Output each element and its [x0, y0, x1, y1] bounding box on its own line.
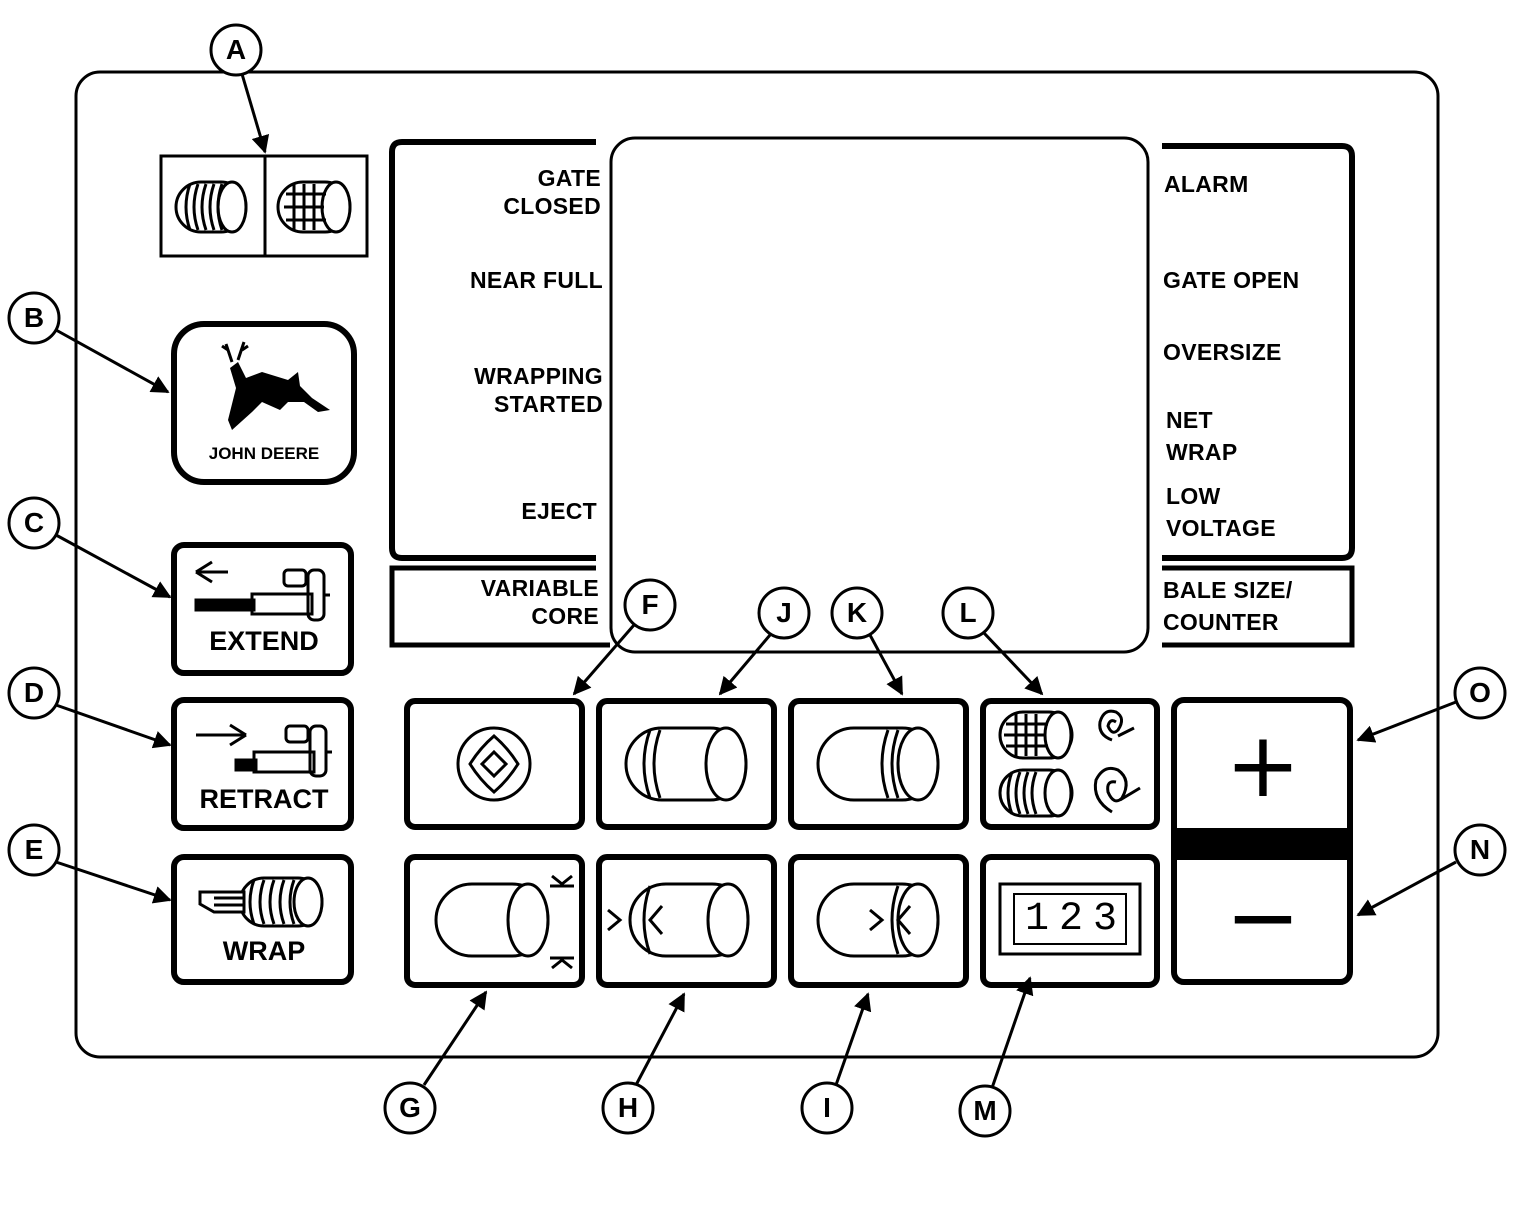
label-oversize: OVERSIZE — [1163, 339, 1282, 365]
core-right-button-frame — [788, 854, 969, 988]
callout-g: G — [399, 1092, 421, 1123]
callout-m: M — [973, 1095, 997, 1126]
wrap-mode-button-frame — [980, 698, 1160, 830]
callout-k: K — [846, 597, 868, 628]
callout-a: A — [225, 34, 247, 65]
callout-c: C — [23, 507, 45, 538]
label-bale-size-counter: BALE SIZE/COUNTER — [1163, 577, 1293, 635]
counter-digit-3: 3 — [1092, 897, 1117, 942]
callout-n: N — [1469, 834, 1491, 865]
callout-h: H — [617, 1092, 639, 1123]
counter-display-icon — [998, 882, 1142, 956]
bale-size-icon — [434, 874, 574, 970]
plus-minus-divider — [1174, 828, 1350, 860]
bale-left-icon — [624, 726, 748, 802]
callout-f: F — [641, 589, 659, 620]
callout-e: E — [24, 834, 44, 865]
core-button-frame — [404, 698, 585, 830]
counter-button-frame — [980, 854, 1160, 988]
wrap-label: WRAP — [222, 936, 306, 966]
brand-label: JOHN DEERE — [208, 444, 320, 463]
callout-arrows — [55, 73, 1457, 1089]
callout-j: J — [776, 597, 792, 628]
panel-border — [74, 70, 1440, 1059]
wrap-mode-icon — [998, 709, 1141, 818]
leaping-deer-icon — [221, 341, 330, 430]
bale-size-frame — [1162, 565, 1355, 648]
twine-bale-icon — [174, 180, 248, 234]
callout-o: O — [1469, 677, 1491, 708]
wrap-button-frame — [171, 854, 354, 985]
mode-indicator-box — [159, 154, 369, 258]
label-alarm: ALARM — [1164, 171, 1249, 197]
diamond-core-icon — [456, 726, 532, 802]
bale-size-button-frame — [404, 854, 585, 988]
bale-right-icon — [816, 726, 940, 802]
retract-button-frame — [171, 697, 354, 831]
retract-cylinder-icon — [196, 723, 332, 778]
label-gate-open: GATE OPEN — [1163, 267, 1300, 293]
counter-digit-2: 2 — [1058, 897, 1083, 942]
plus-button-symbol: + — [1225, 713, 1301, 818]
retract-label: RETRACT — [199, 784, 329, 814]
core-right-icon — [816, 882, 940, 958]
minus-button-symbol: − — [1225, 865, 1301, 970]
bale-right-button-frame — [788, 698, 969, 830]
left-indicator-frame — [389, 139, 596, 561]
core-left-icon — [607, 882, 750, 958]
extend-cylinder-icon — [194, 560, 330, 622]
core-left-button-frame — [596, 854, 777, 988]
logo-button-frame — [171, 321, 357, 485]
callout-circles — [7, 23, 1507, 1138]
callout-d: D — [23, 677, 45, 708]
right-indicator-frame — [1162, 143, 1355, 561]
hand-on-bale-icon — [198, 876, 324, 928]
label-near-full: NEAR FULL — [469, 267, 603, 293]
variable-core-frame — [389, 565, 610, 648]
extend-button-frame — [171, 542, 354, 676]
callout-l: L — [959, 597, 977, 628]
display-window — [609, 136, 1150, 654]
bale-left-button-frame — [596, 698, 777, 830]
net-bale-icon — [276, 180, 352, 234]
callout-b: B — [23, 302, 45, 333]
label-eject: EJECT — [521, 498, 597, 524]
extend-label: EXTEND — [209, 626, 319, 656]
callout-i: I — [823, 1092, 831, 1123]
counter-digit-1: 1 — [1024, 897, 1049, 942]
